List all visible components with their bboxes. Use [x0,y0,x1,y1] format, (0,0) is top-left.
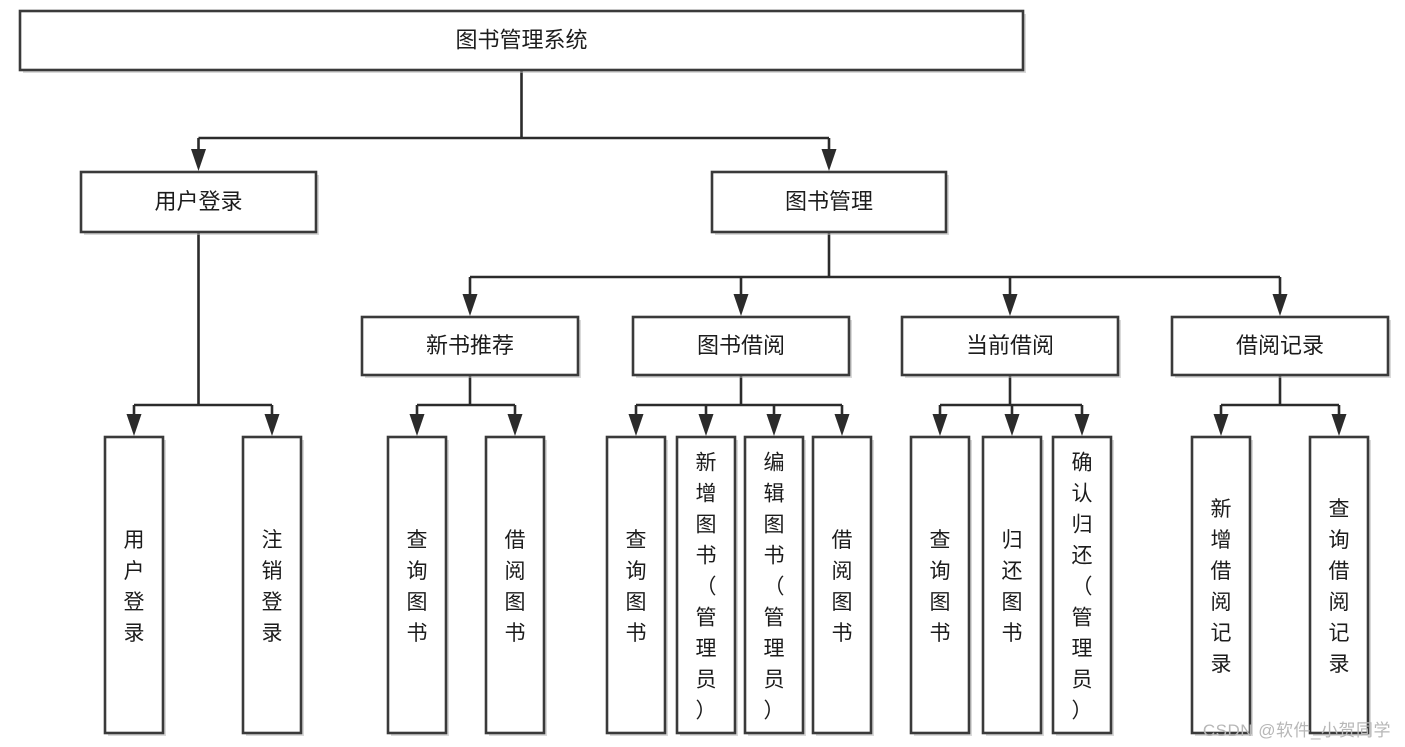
node-box[interactable] [631,315,851,377]
node-label: 编辑图书（管理员） [764,452,785,723]
node-label: 用户登录 [154,189,242,214]
node-box[interactable] [675,435,737,735]
node-label: 新书推荐 [426,333,514,358]
node-label: 确认归还（管理员） [1072,452,1093,723]
connector-group-borrow [628,375,850,436]
node-label: 注销登录 [262,529,283,645]
connector-group-current [932,375,1090,436]
node-records[interactable]: 借阅记录 [1170,315,1391,378]
connector-group-records [1213,375,1347,436]
node-l-cu-confirm[interactable]: 确认归还（管理员） [1051,435,1114,736]
node-box[interactable] [79,170,318,234]
node-box[interactable] [103,435,165,735]
node-label: 归还图书 [1002,529,1023,645]
node-box[interactable] [484,435,546,735]
node-box[interactable] [386,435,448,735]
node-label: 图书借阅 [697,333,785,358]
node-label: 用户登录 [124,529,145,645]
node-label: 查询图书 [407,529,428,645]
node-root[interactable]: 图书管理系统 [18,9,1026,73]
node-box[interactable] [811,435,873,735]
node-label: 查询图书 [626,529,647,645]
connector-group-newbook [409,375,523,436]
node-box[interactable] [1190,435,1252,735]
node-l-logout[interactable]: 注销登录 [241,435,304,736]
node-l-bk-borrow[interactable]: 借阅图书 [811,435,874,736]
node-box[interactable] [605,435,667,735]
node-box[interactable] [909,435,971,735]
node-label: 借阅记录 [1236,333,1324,358]
connector-group-bookmgmt [462,232,1288,316]
connector-layer [126,70,1347,436]
node-newbook[interactable]: 新书推荐 [360,315,581,378]
node-label: 借阅图书 [832,529,853,645]
node-box[interactable] [18,9,1025,72]
node-l-login[interactable]: 用户登录 [103,435,166,736]
node-label: 新增借阅记录 [1211,498,1232,676]
node-box[interactable] [241,435,303,735]
node-box[interactable] [1308,435,1370,735]
node-label: 新增图书（管理员） [696,452,717,723]
node-l-cu-query[interactable]: 查询图书 [909,435,972,736]
node-box[interactable] [743,435,805,735]
node-label: 当前借阅 [966,333,1054,358]
node-l-nb-borrow[interactable]: 借阅图书 [484,435,547,736]
node-borrow[interactable]: 图书借阅 [631,315,852,378]
node-label: 图书管理系统 [455,27,587,52]
node-l-bk-query[interactable]: 查询图书 [605,435,668,736]
node-bookmgmt[interactable]: 图书管理 [710,170,949,235]
node-label: 借阅图书 [505,529,526,645]
connector-group-root [191,70,837,171]
node-box[interactable] [710,170,948,234]
node-login[interactable]: 用户登录 [79,170,319,235]
node-layer: 图书管理系统用户登录图书管理新书推荐图书借阅当前借阅借阅记录用户登录注销登录查询… [18,9,1391,736]
node-box[interactable] [1051,435,1113,735]
connector-group-login [126,232,280,436]
node-box[interactable] [360,315,580,377]
node-label: 查询借阅记录 [1329,498,1350,676]
node-l-rc-query[interactable]: 查询借阅记录 [1308,435,1371,736]
node-box[interactable] [1170,315,1390,377]
node-l-bk-add[interactable]: 新增图书（管理员） [675,435,738,736]
node-label: 图书管理 [785,189,873,214]
node-l-bk-edit[interactable]: 编辑图书（管理员） [743,435,806,736]
node-box[interactable] [981,435,1043,735]
node-l-cu-return[interactable]: 归还图书 [981,435,1044,736]
node-l-nb-query[interactable]: 查询图书 [386,435,449,736]
node-box[interactable] [900,315,1120,377]
node-l-rc-add[interactable]: 新增借阅记录 [1190,435,1253,736]
node-label: 查询图书 [930,529,951,645]
node-current[interactable]: 当前借阅 [900,315,1121,378]
